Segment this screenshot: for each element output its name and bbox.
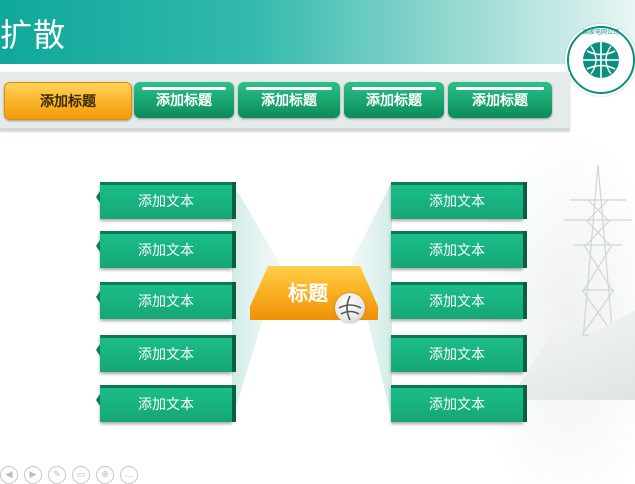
tab-bar: 添加标题 添加标题 添加标题 添加标题 添加标题 bbox=[0, 72, 570, 131]
right-text-box-3[interactable]: 添加文本 bbox=[391, 282, 527, 319]
tab-2[interactable]: 添加标题 bbox=[134, 82, 234, 118]
tab-3[interactable]: 添加标题 bbox=[238, 82, 340, 118]
prev-icon[interactable]: ◀ bbox=[0, 466, 18, 484]
state-grid-globe-icon: 国家电网公司 bbox=[567, 26, 635, 94]
left-text-box-5[interactable]: 添加文本 bbox=[96, 385, 236, 422]
center-title-label: 标题 bbox=[288, 281, 328, 305]
slide-title: 扩散 bbox=[0, 16, 67, 54]
zoom-icon[interactable]: ⊕ bbox=[96, 466, 114, 484]
slide-header: 扩散 bbox=[0, 0, 635, 64]
left-text-box-1[interactable]: 添加文本 bbox=[96, 182, 236, 219]
left-text-box-2[interactable]: 添加文本 bbox=[96, 231, 236, 268]
right-text-box-2[interactable]: 添加文本 bbox=[391, 231, 527, 268]
left-text-box-3[interactable]: 添加文本 bbox=[96, 282, 236, 319]
tab-4[interactable]: 添加标题 bbox=[344, 82, 444, 118]
globe-ball-icon bbox=[335, 293, 365, 323]
state-grid-logo: 国家电网公司 bbox=[565, 24, 635, 96]
right-text-box-1[interactable]: 添加文本 bbox=[391, 182, 527, 219]
next-icon[interactable]: ▶ bbox=[24, 466, 42, 484]
svg-text:国家电网公司: 国家电网公司 bbox=[583, 28, 619, 36]
left-text-box-4[interactable]: 添加文本 bbox=[96, 335, 236, 372]
pen-icon[interactable]: ✎ bbox=[48, 466, 66, 484]
tab-1[interactable]: 添加标题 bbox=[4, 82, 132, 120]
right-text-box-4[interactable]: 添加文本 bbox=[391, 335, 527, 372]
copy-icon[interactable]: ▭ bbox=[72, 466, 90, 484]
tab-5[interactable]: 添加标题 bbox=[448, 82, 552, 118]
more-icon[interactable]: … bbox=[120, 466, 138, 484]
right-text-box-5[interactable]: 添加文本 bbox=[391, 385, 527, 422]
